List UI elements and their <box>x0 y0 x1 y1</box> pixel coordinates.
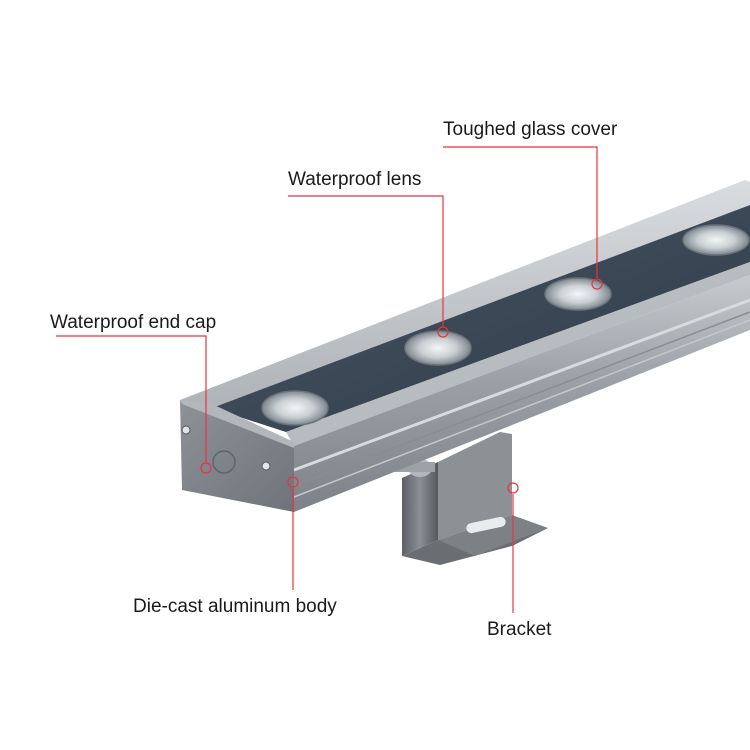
callout-bracket: Bracket <box>487 619 552 640</box>
callout-end-cap: Waterproof end cap <box>50 312 217 333</box>
callout-aluminum-body: Die-cast aluminum body <box>133 596 337 617</box>
callout-glass-cover: Toughed glass cover <box>443 119 618 140</box>
callout-leaders <box>56 146 603 613</box>
bracket <box>395 432 548 565</box>
light-bar-housing <box>180 180 750 512</box>
end-cap <box>180 400 294 512</box>
led-lenses <box>261 224 750 426</box>
callout-waterproof-lens: Waterproof lens <box>288 169 422 190</box>
